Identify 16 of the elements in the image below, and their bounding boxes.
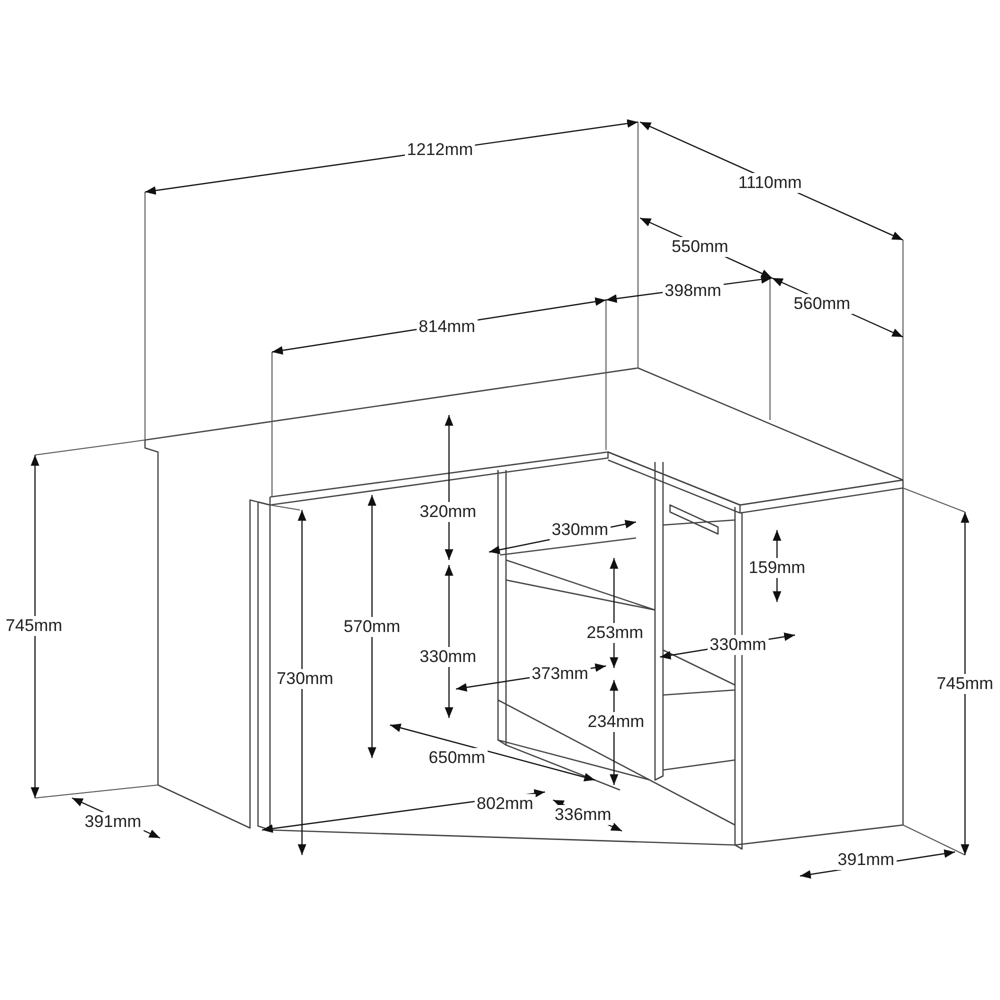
dimension-label: 336mm <box>552 805 614 825</box>
dimension-label: 320mm <box>418 502 478 522</box>
dimension-label: 391mm <box>836 850 896 870</box>
dimension-label: 550mm <box>670 237 730 257</box>
dimension-label: 253mm <box>584 623 646 643</box>
dimension-label: 234mm <box>586 712 646 732</box>
dimension-label: 330mm <box>550 520 610 540</box>
dimension-label: 730mm <box>274 669 336 689</box>
dimension-label: 330mm <box>418 647 478 667</box>
dimension-label: 330mm <box>708 635 768 655</box>
dimension-label: 391mm <box>82 812 144 832</box>
dimension-label: 745mm <box>934 674 996 694</box>
dimension-label: 745mm <box>4 616 64 636</box>
dimension-label: 560mm <box>792 294 852 314</box>
dimension-label: 159mm <box>746 558 808 578</box>
dimension-label: 570mm <box>342 617 402 637</box>
